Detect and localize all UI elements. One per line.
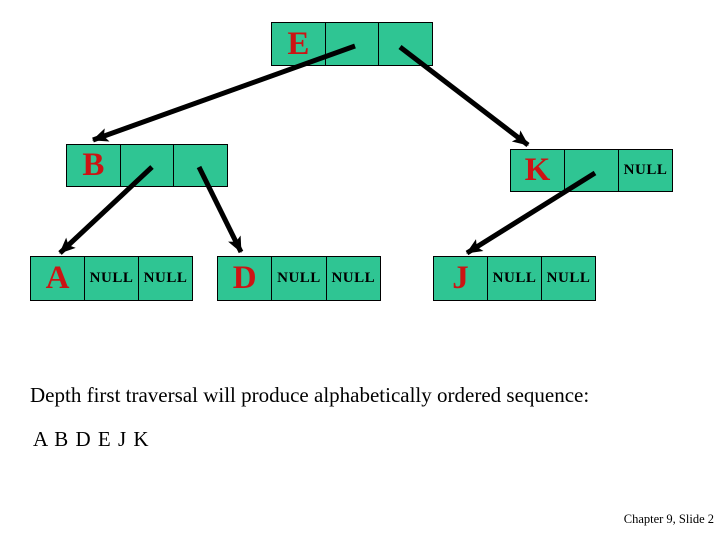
node-K-right-pointer-cell: NULL bbox=[618, 150, 672, 191]
node-K-data-cell: K bbox=[511, 150, 564, 191]
node-K-left-pointer-cell bbox=[564, 150, 618, 191]
node-E-data-cell: E bbox=[272, 23, 325, 65]
tree-node-B: B bbox=[66, 144, 228, 187]
slide-footer-page-label: Chapter 9, Slide 2 bbox=[623, 512, 714, 526]
node-D-left-pointer-cell: NULL bbox=[271, 257, 326, 300]
tree-node-E: E bbox=[271, 22, 433, 66]
tree-node-D: D NULL NULL bbox=[217, 256, 381, 301]
tree-node-J: J NULL NULL bbox=[433, 256, 596, 301]
node-B-right-pointer-cell bbox=[173, 145, 228, 186]
node-E-right-pointer-cell bbox=[378, 23, 433, 65]
caption-traversal-sequence: A B D E J K bbox=[33, 427, 150, 451]
node-J-data-cell: J bbox=[434, 257, 487, 300]
node-D-data-cell: D bbox=[218, 257, 272, 300]
node-B-left-pointer-cell bbox=[119, 145, 174, 186]
node-J-left-pointer-cell: NULL bbox=[487, 257, 541, 300]
tree-node-A: A NULL NULL bbox=[30, 256, 193, 301]
node-A-left-pointer-cell: NULL bbox=[84, 257, 138, 300]
tree-node-K: K NULL bbox=[510, 149, 673, 192]
node-E-left-pointer-cell bbox=[324, 23, 379, 65]
node-J-right-pointer-cell: NULL bbox=[541, 257, 595, 300]
node-A-data-cell: A bbox=[31, 257, 84, 300]
node-B-data-cell: B bbox=[67, 145, 120, 186]
node-D-right-pointer-cell: NULL bbox=[325, 257, 380, 300]
node-A-right-pointer-cell: NULL bbox=[138, 257, 192, 300]
caption-traversal-description: Depth first traversal will produce alpha… bbox=[30, 383, 590, 407]
